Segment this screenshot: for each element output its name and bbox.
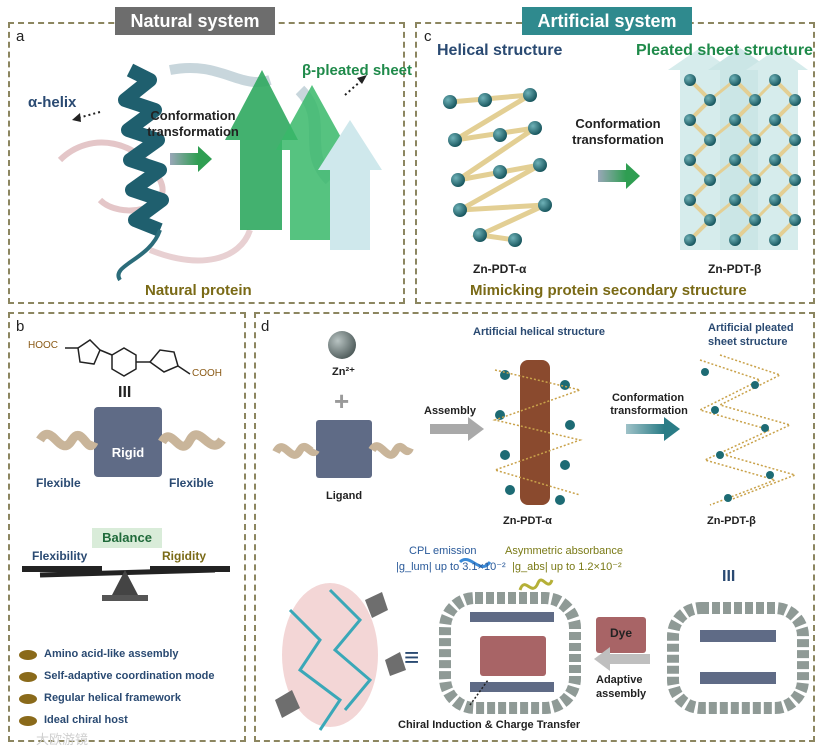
host-cage (439, 592, 581, 714)
zn-ion-label: Zn²⁺ (332, 366, 355, 378)
conformation-label-c2: transformation (572, 132, 664, 147)
adaptive-assembly-arrow (610, 654, 650, 664)
assembly-label: Assembly (424, 405, 476, 417)
conformation-label-c1: Conformation (575, 116, 661, 131)
beta-sheet-label: β-pleated sheet (302, 62, 413, 79)
panel-c-letter: c (424, 28, 432, 45)
conformation-arrow-d (626, 424, 664, 434)
cpl-wave-icon (458, 558, 492, 568)
adaptive-label-1: Adaptive (596, 674, 643, 686)
zn-pdt-beta-label-d: Zn-PDT-β (707, 515, 756, 527)
pleated-model (668, 48, 808, 250)
bullet-1: Amino acid-like assembly (44, 648, 179, 660)
mimicking-caption: Mimicking protein secondary structure (470, 282, 747, 299)
empty-cage (667, 602, 809, 714)
watermark: 大欧游镜 (36, 732, 89, 747)
absorb-wave-icon (518, 578, 554, 591)
zn-pdt-alpha-label-c: Zn-PDT-α (473, 262, 527, 276)
bullet-4: Ideal chiral host (44, 714, 128, 726)
zn-ion-ball (328, 331, 356, 359)
cpl-emission-label: CPL emission (409, 545, 477, 557)
artificial-helical-label: Artificial helical structure (473, 326, 606, 338)
flexibility-label: Flexibility (32, 549, 88, 563)
artificial-pleated-label-1: Artificial pleated (708, 322, 794, 334)
flexible-left-label: Flexible (36, 476, 81, 490)
panel-d-letter: d (261, 318, 270, 335)
natural-protein-caption: Natural protein (145, 282, 252, 299)
asymmetric-label: Asymmetric absorbance (505, 545, 623, 557)
panel-b-letter: b (16, 318, 25, 335)
cooh-label: COOH (192, 368, 222, 379)
ligand-block (316, 420, 372, 478)
protein-illustration (57, 63, 382, 282)
glum-label: |g_lum| up to 3.1×10⁻² (396, 561, 506, 573)
crystal-structure (275, 583, 406, 731)
conformation-label-a1: Conformation (150, 108, 236, 123)
hooc-label: HOOC (28, 340, 58, 351)
dye-label: Dye (609, 626, 632, 640)
rigidity-label: Rigidity (162, 549, 206, 563)
conformation-arrow-c (598, 170, 626, 182)
panel-a-letter: a (16, 28, 25, 45)
artificial-system-header: Artificial system (522, 7, 692, 35)
conformation-label-d1: Conformation (611, 392, 685, 404)
bullet-3: Regular helical framework (44, 692, 181, 704)
equiv-symbol-d: III (722, 568, 736, 585)
balance-badge: Balance (92, 528, 162, 548)
helical-structure-label: Helical structure (437, 42, 563, 59)
conformation-label-a2: transformation (147, 124, 239, 139)
zn-pdt-beta-label-c: Zn-PDT-β (708, 262, 762, 276)
bullet-2: Self-adaptive coordination mode (44, 670, 215, 682)
panel-d (254, 312, 815, 742)
balance-scale (22, 566, 230, 601)
rigid-label: Rigid (111, 445, 145, 460)
panel-b (8, 312, 246, 742)
pleated-sheet-label: Pleated sheet structure (636, 42, 813, 59)
helix-model (443, 88, 552, 247)
equiv-symbol-b: III (118, 384, 132, 401)
adaptive-label-2: assembly (596, 688, 647, 700)
pleated-framework (697, 354, 798, 506)
ligand-label: Ligand (326, 490, 363, 502)
flexible-right-label: Flexible (169, 476, 214, 490)
rigid-block (94, 407, 162, 477)
natural-system-header: Natural system (115, 7, 275, 35)
alpha-helix-label: α-helix (28, 94, 77, 111)
chiral-induction-caption: Chiral Induction & Charge Transfer (398, 719, 581, 731)
flexible-chain-right (158, 430, 226, 451)
equals-symbol: ≡ (404, 642, 420, 672)
assembly-arrow (430, 424, 468, 434)
gabs-label: |g_abs| up to 1.2×10⁻² (512, 561, 622, 573)
dye-block (596, 617, 646, 653)
helical-framework (492, 360, 583, 505)
zn-pdt-alpha-label-d: Zn-PDT-α (503, 515, 552, 527)
artificial-pleated-label-2: sheet structure (708, 336, 788, 348)
chemical-structure (65, 339, 191, 377)
flexible-chain-left (36, 429, 99, 451)
plus-sign: + (334, 386, 350, 416)
conformation-label-d2: transformation (610, 405, 688, 417)
bullet-hand-icons (19, 650, 37, 726)
